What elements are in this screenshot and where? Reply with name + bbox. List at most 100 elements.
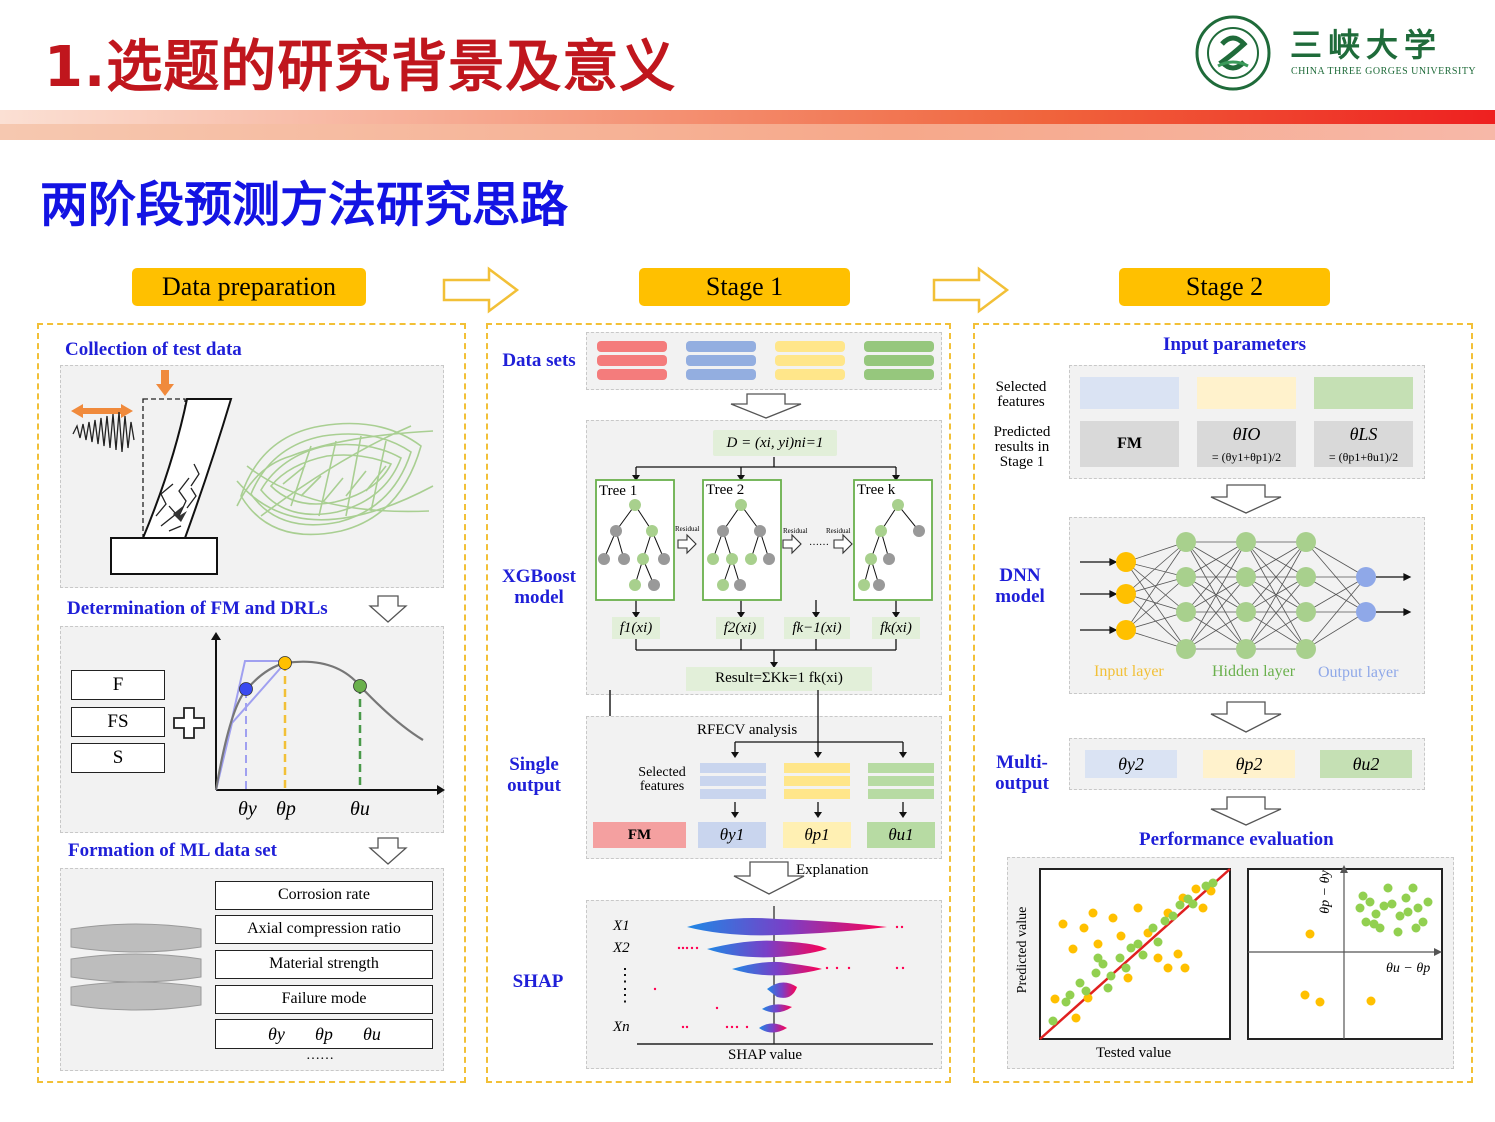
feature-targets xyxy=(215,1019,433,1049)
header-band-top xyxy=(0,110,1495,124)
scatter-y-label: Predicted value xyxy=(1015,906,1030,994)
page-title: 1.选题的研究背景及意义 xyxy=(44,35,677,100)
tree-output-2: f2(xi) xyxy=(723,620,757,636)
residual-label: Residual xyxy=(783,527,808,535)
theta-p-label: θp xyxy=(276,798,296,820)
label-dnn-model: DNN model xyxy=(995,565,1045,607)
shap-axis-label: SHAP value xyxy=(728,1047,803,1063)
theta-u-label: θu xyxy=(350,798,370,820)
dnn-figure xyxy=(1069,517,1425,694)
predicted-results-label: Predicted results in Stage 1 xyxy=(993,424,1051,470)
tree-2-label: Tree 2 xyxy=(706,482,745,498)
label-single-output: Single output xyxy=(507,754,561,796)
stage-pill-2: Stage 2 xyxy=(1119,268,1330,306)
university-name-en: CHINA THREE GORGES UNIVERSITY xyxy=(1291,66,1477,77)
heading-performance: Performance evaluation xyxy=(1139,829,1334,850)
stage-pill-prep: Data preparation xyxy=(132,268,366,306)
shap-feature-x1: X1 xyxy=(613,918,630,934)
heading-input-parameters: Input parameters xyxy=(1163,334,1307,355)
output-layer-label: Output layer xyxy=(1318,664,1399,681)
theta-ls-formula: = (θp1+θu1)/2 xyxy=(1328,450,1399,464)
output-theta-u1: θu1 xyxy=(867,822,935,848)
down-arrow-icon xyxy=(1210,701,1282,733)
selected-feature-block xyxy=(1080,377,1179,409)
output-theta-y2: θy2 xyxy=(1085,750,1177,778)
collection-figure xyxy=(60,365,444,588)
down-arrow-icon xyxy=(1210,796,1282,826)
header-band-bottom xyxy=(0,124,1495,140)
shap-feature-dots: ⋮ xyxy=(616,985,634,1005)
quadrant-x-label: θu − θp xyxy=(1386,961,1431,976)
shap-feature-x2: X2 xyxy=(613,940,630,956)
tree-output-1: f1(xi) xyxy=(619,620,653,636)
selected-feature-block xyxy=(1197,377,1296,409)
failure-mode-s: S xyxy=(71,743,165,773)
label-data-sets: Data sets xyxy=(502,350,576,371)
feature-axial-compression-ratio: Axial compression ratio xyxy=(215,915,433,944)
input-theta-ls-cell xyxy=(1314,421,1413,467)
rfecv-arrows xyxy=(700,690,934,818)
tree-1-label: Tree 1 xyxy=(599,483,638,499)
down-arrow-icon xyxy=(368,595,408,623)
trees-ellipsis: …… xyxy=(809,537,829,548)
input-fm: FM xyxy=(1080,421,1179,467)
performance-figure xyxy=(1007,857,1454,1069)
datasets-strip xyxy=(586,332,942,390)
result-formula: Result=ΣKk=1 fk(xi) xyxy=(715,670,843,686)
failure-mode-fs: FS xyxy=(71,707,165,737)
residual-label: Residual xyxy=(675,525,700,533)
theta-y-label: θy xyxy=(238,798,257,820)
down-arrow-icon xyxy=(1210,484,1282,514)
shap-figure xyxy=(586,900,942,1069)
feature-corrosion-rate: Corrosion rate xyxy=(215,881,433,910)
stage-arrow-2 xyxy=(932,266,1010,314)
university-name-cn: 三峡大学 xyxy=(1290,26,1443,64)
output-theta-p2: θp2 xyxy=(1203,750,1295,778)
down-arrow-icon xyxy=(368,837,408,865)
tree-output-k: fk(xi) xyxy=(880,620,912,636)
input-layer-label: Input layer xyxy=(1094,663,1164,680)
selected-feature-block xyxy=(1314,377,1413,409)
panel-stage-2 xyxy=(973,323,1473,1083)
theta-ls-label: θLS xyxy=(1349,424,1378,444)
down-arrow-icon xyxy=(730,393,802,419)
down-arrow-icon xyxy=(733,861,805,895)
feature-material-strength: Material strength xyxy=(215,950,433,979)
dataset-formula: D = (xi, yi)ni=1 xyxy=(713,430,837,456)
heading-determination: Determination of FM and DRLs xyxy=(67,598,328,619)
target-theta-p: θp xyxy=(315,1024,333,1044)
panel-data-preparation xyxy=(37,323,466,1083)
input-theta-io-cell xyxy=(1197,421,1296,467)
theta-io-formula: = (θy1+θp1)/2 xyxy=(1211,450,1282,464)
shap-feature-xn: Xn xyxy=(613,1019,630,1035)
tree-k-label: Tree k xyxy=(857,482,896,498)
tree-output-k-1: fk−1(xi) xyxy=(792,620,842,636)
label-shap: SHAP xyxy=(512,971,564,992)
shap-feature-dots: ⋮ xyxy=(616,965,634,985)
quadrant-y-label: θp − θy xyxy=(1318,870,1333,914)
target-theta-y: θy xyxy=(268,1024,285,1044)
stage-pill-1: Stage 1 xyxy=(639,268,850,306)
heading-collection: Collection of test data xyxy=(65,339,242,360)
failure-mode-f: F xyxy=(71,670,165,700)
scatter-x-label: Tested value xyxy=(1096,1045,1172,1061)
output-theta-y1: θy1 xyxy=(698,822,766,848)
university-seal xyxy=(1194,14,1272,92)
rfecv-label: RFECV analysis xyxy=(697,722,798,738)
label-xgboost-model: XGBoost model xyxy=(502,566,576,608)
output-theta-u2: θu2 xyxy=(1320,750,1412,778)
output-fm: FM xyxy=(593,822,686,848)
selected-features-label: Selected features xyxy=(638,765,686,794)
output-theta-p1: θp1 xyxy=(783,822,851,848)
theta-io-label: θIO xyxy=(1232,424,1261,444)
backbone-curve xyxy=(211,632,445,795)
stage-arrow-1 xyxy=(442,266,520,314)
plus-icon xyxy=(173,707,205,739)
heading-formation: Formation of ML data set xyxy=(68,840,277,861)
feature-failure-mode: Failure mode xyxy=(215,985,433,1014)
panel-stage-1 xyxy=(486,323,951,1083)
xgboost-trees xyxy=(595,457,933,691)
features-ellipsis: …… xyxy=(306,1048,334,1063)
hidden-layer-label: Hidden layer xyxy=(1212,663,1296,680)
residual-label: Residual xyxy=(826,527,851,535)
